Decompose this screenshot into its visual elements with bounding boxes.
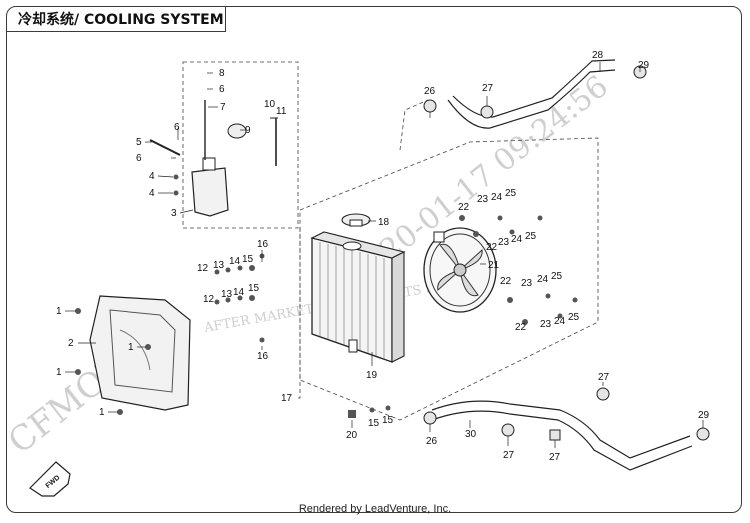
callout-12: 12 (203, 294, 215, 305)
footer-credit: Rendered by LeadVenture, Inc. (298, 503, 452, 515)
callout-15: 15 (368, 418, 380, 429)
forward-direction-arrow: FWD (29, 461, 71, 497)
callout-1: 1 (99, 407, 105, 418)
callout-29: 29 (698, 410, 710, 421)
callout-25: 25 (505, 188, 517, 199)
upper-hose-leader (399, 99, 429, 151)
callout-20: 20 (346, 430, 358, 441)
callout-22: 22 (515, 322, 527, 333)
callout-1: 1 (56, 367, 62, 378)
callout-21: 21 (488, 260, 500, 271)
callout-22: 22 (500, 276, 512, 287)
fasteners (75, 174, 578, 418)
callout-9: 9 (245, 125, 251, 136)
callout-3: 3 (171, 208, 177, 219)
callout-5: 5 (136, 137, 142, 148)
radiator-fan-group-outline (299, 137, 599, 421)
callout-28: 28 (592, 50, 604, 61)
callout-23: 23 (498, 237, 510, 248)
callout-13: 13 (221, 289, 233, 300)
radiator-guard (89, 295, 191, 411)
callout-1: 1 (56, 306, 62, 317)
callout-24: 24 (554, 316, 566, 327)
callout-15: 15 (248, 283, 260, 294)
callout-6: 6 (219, 84, 225, 95)
callout-25: 25 (568, 312, 580, 323)
callout-27: 27 (598, 372, 610, 383)
watermark-timestamp: 20-01-17 09:24:56 (373, 69, 614, 268)
callout-15: 15 (242, 254, 254, 265)
callout-13: 13 (213, 260, 225, 271)
callout-8: 8 (219, 68, 225, 79)
callout-29: 29 (638, 60, 650, 71)
callout-19: 19 (366, 370, 378, 381)
callout-30: 30 (465, 429, 477, 440)
callout-17: 17 (281, 393, 293, 404)
callout-27: 27 (482, 83, 494, 94)
callout-16: 16 (257, 239, 269, 250)
callout-14: 14 (233, 287, 245, 298)
lower-hose (431, 400, 691, 459)
callout-25: 25 (551, 271, 563, 282)
callout-1: 1 (128, 342, 134, 353)
callout-6: 6 (174, 122, 180, 133)
reservoir-group-outline (182, 61, 299, 229)
group-17-leader (298, 228, 301, 399)
callout-23: 23 (521, 278, 533, 289)
callout-4: 4 (149, 171, 155, 182)
callout-27: 27 (503, 450, 515, 461)
callout-14: 14 (229, 256, 241, 267)
callout-26: 26 (424, 86, 436, 97)
radiator-cap (341, 213, 371, 227)
diagram-frame (6, 6, 742, 513)
callout-15: 15 (382, 415, 394, 426)
callout-10: 10 (264, 99, 276, 110)
callout-16: 16 (257, 351, 269, 362)
upper-hose-inner (452, 59, 616, 118)
callout-24: 24 (511, 234, 523, 245)
upper-hose (447, 69, 616, 129)
callout-26: 26 (426, 436, 438, 447)
callout-6: 6 (136, 153, 142, 164)
leader-lines (65, 62, 704, 448)
diagram-title: 冷却系统/ COOLING SYSTEM (6, 6, 226, 32)
callout-23: 23 (477, 194, 489, 205)
cooling-fan (423, 227, 497, 313)
callout-24: 24 (491, 192, 503, 203)
callout-24: 24 (537, 274, 549, 285)
callout-4: 4 (149, 188, 155, 199)
callout-18: 18 (378, 217, 390, 228)
callout-labels: 1 1 1 1 2 3 4 4 5 6 6 6 7 8 9 10 11 12 1… (56, 50, 710, 463)
callout-2: 2 (68, 338, 74, 349)
callout-25: 25 (525, 231, 537, 242)
callout-23: 23 (540, 319, 552, 330)
group-outlines (182, 61, 599, 421)
callout-22: 22 (486, 242, 498, 253)
lower-hose-inner (431, 410, 693, 471)
hose-clamps (423, 65, 710, 441)
watermark-layer: CFMOTO 20-01-17 09:24:56 AFTER MARKET DE… (1, 69, 615, 462)
radiator (310, 231, 406, 363)
callout-11: 11 (276, 106, 287, 117)
callout-27: 27 (549, 452, 561, 463)
hoses (431, 59, 693, 471)
callout-22: 22 (458, 202, 470, 213)
callout-7: 7 (220, 102, 226, 113)
callout-12: 12 (197, 263, 209, 274)
coolant-reservoir (149, 100, 278, 217)
